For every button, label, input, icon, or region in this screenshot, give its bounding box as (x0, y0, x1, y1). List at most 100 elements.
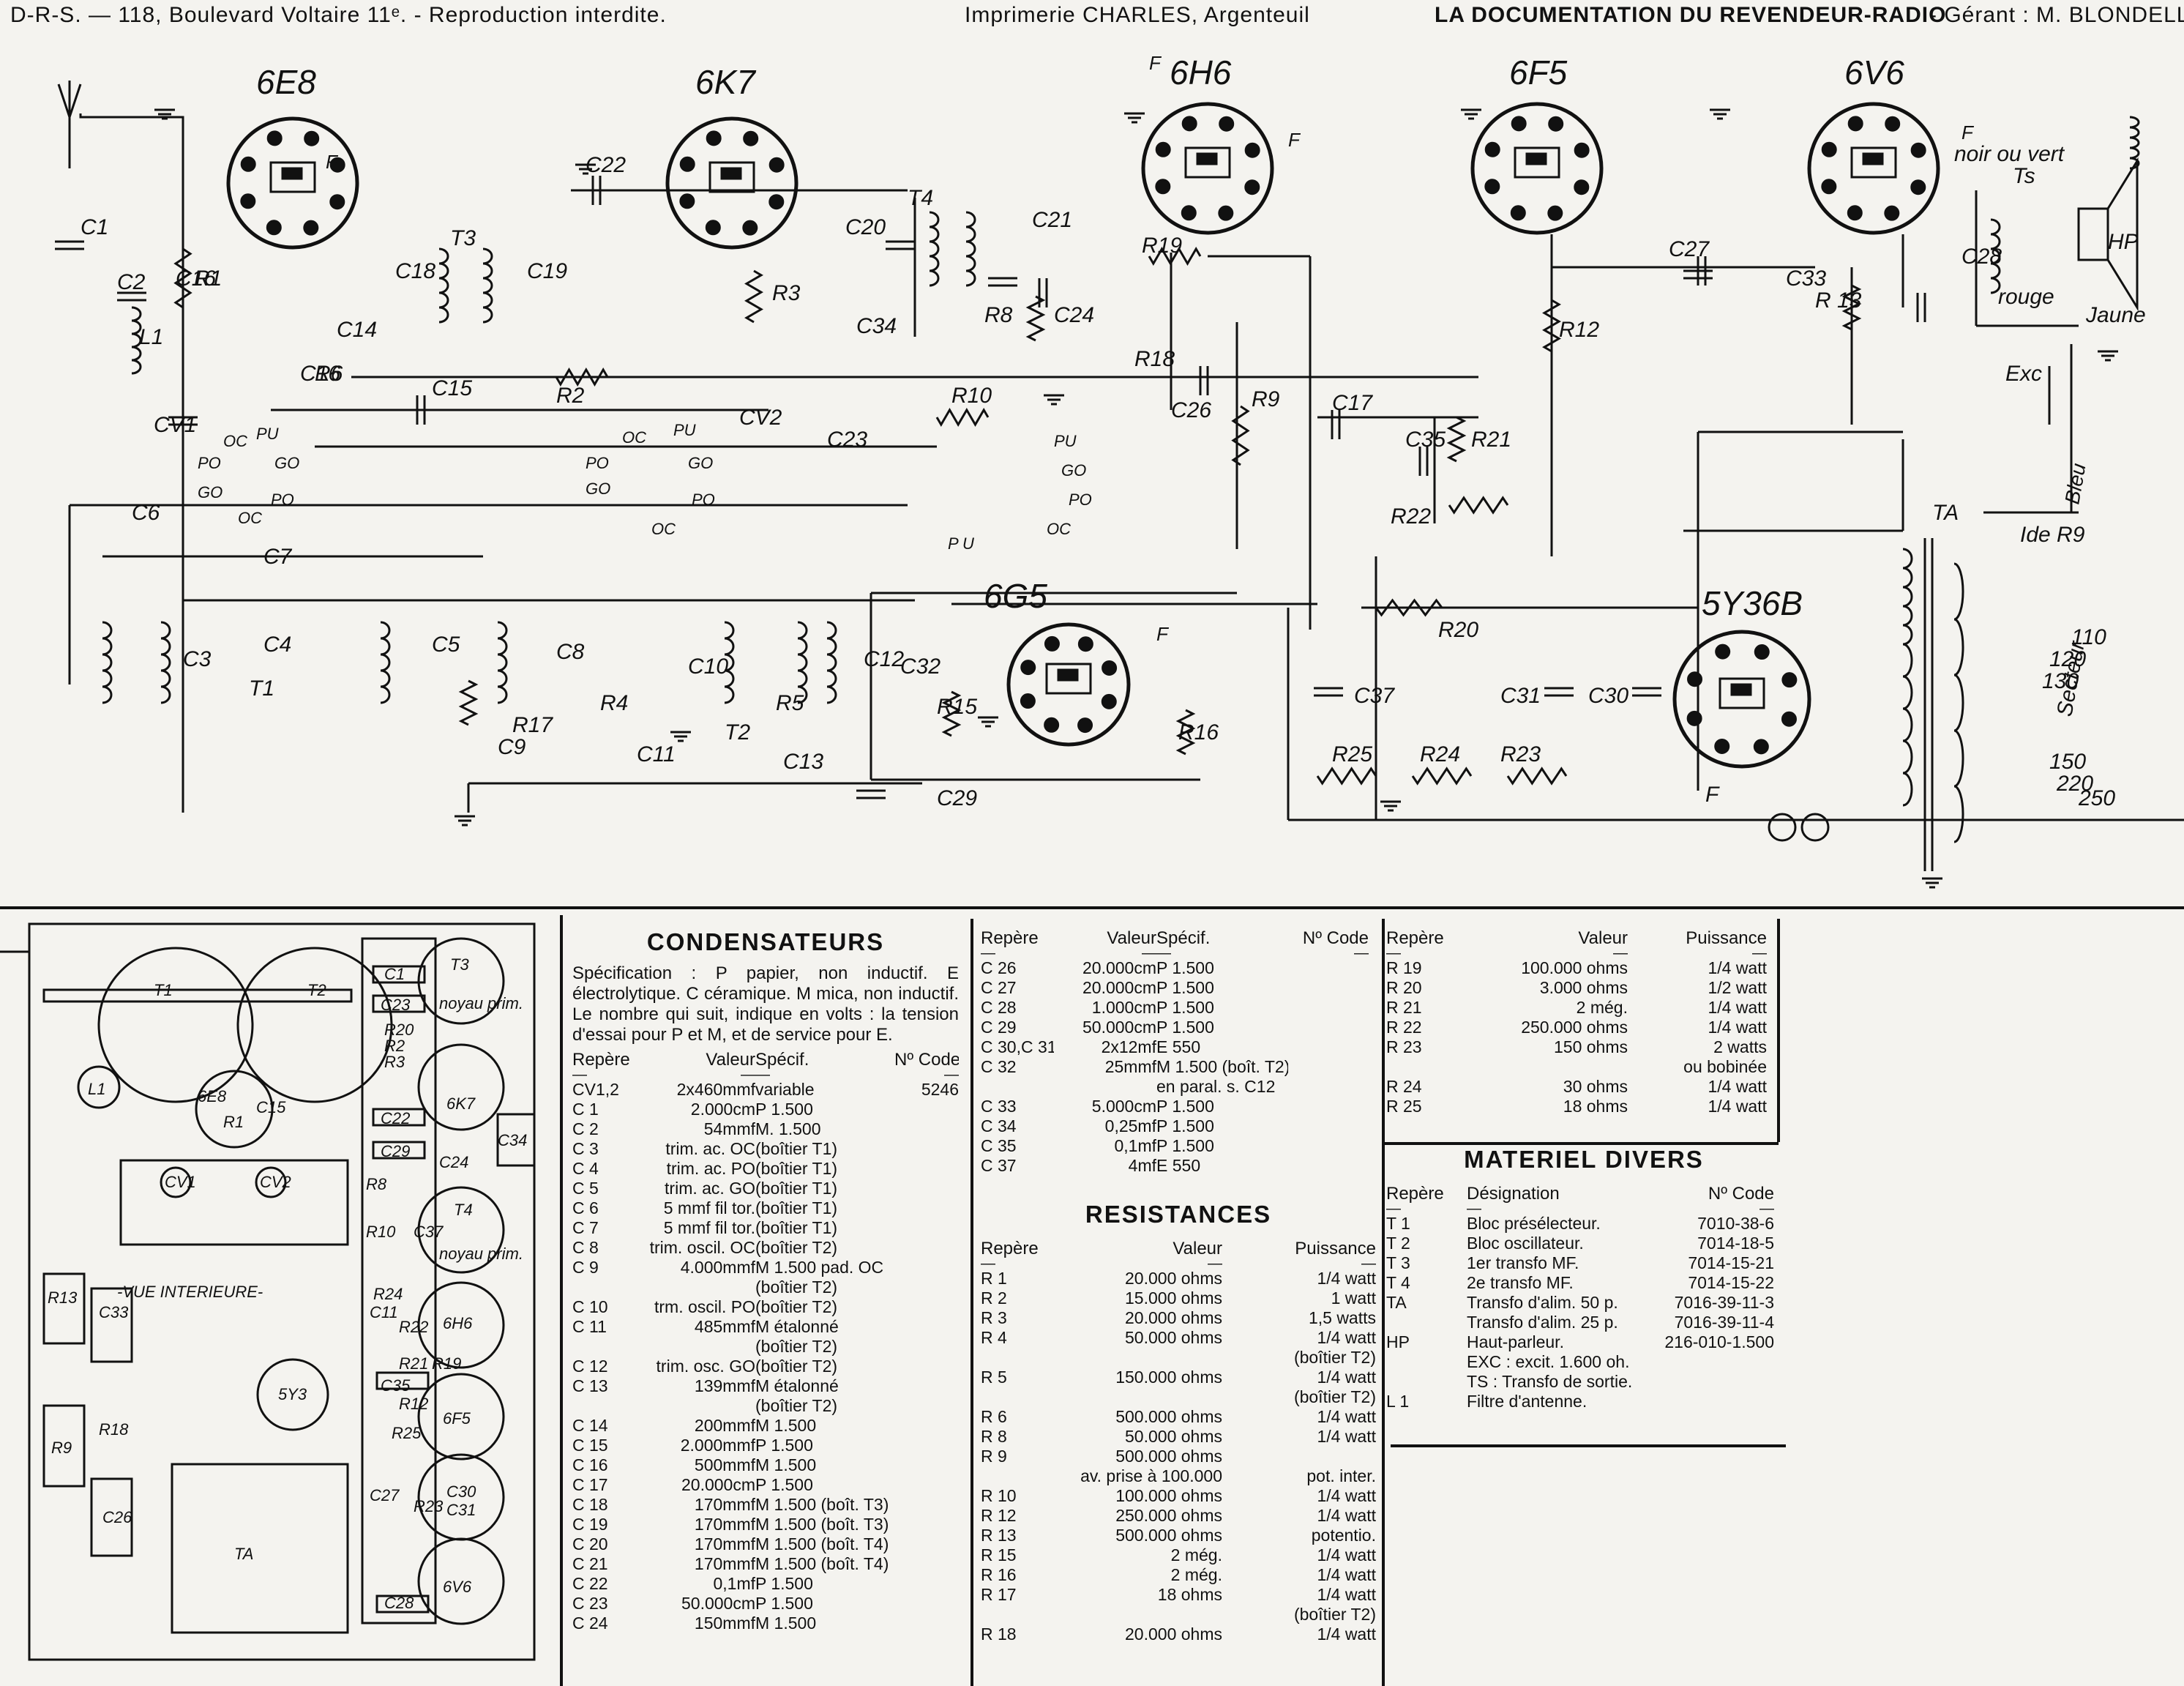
table-cell: 2.000cm (690, 1100, 755, 1119)
layout-label: C26 (102, 1508, 132, 1526)
header-cell: Valeur (1107, 928, 1156, 948)
table-cell: potentio. (1311, 1526, 1376, 1545)
component-label: Jaune (2085, 303, 2146, 327)
layout-c26 (90, 1477, 133, 1557)
table-cell: 2 watts (1713, 1037, 1767, 1056)
table-cell: 7014-15-21 (1688, 1253, 1774, 1272)
component-label: R25 (1332, 742, 1372, 766)
table-cell: 5 mmf fil tor. (663, 1198, 755, 1217)
layout-label: 6V6 (443, 1578, 472, 1596)
component-label: T4 (908, 186, 933, 210)
header-manager: - Gérant : M. BLONDELLE (1929, 3, 2184, 27)
component-label: C24 (1054, 303, 1094, 327)
table-cell: en paral. s. C12 (1156, 1077, 1276, 1096)
coil (1902, 548, 1913, 646)
layout-label: R13 (48, 1288, 78, 1307)
layout-label: T4 (454, 1201, 473, 1219)
table-cell: 1/4 watt (1317, 1585, 1376, 1604)
resistor (555, 368, 609, 387)
table-cell: P 1.500 (1156, 958, 1214, 977)
table-cell: M 1.500 (boît. T3) (755, 1515, 889, 1534)
table-cell: R 13 (981, 1526, 1017, 1545)
table-cell: 150 ohms (1553, 1037, 1628, 1056)
layout-t1 (97, 947, 254, 1103)
component-label: C12 (864, 647, 904, 671)
table-cell (894, 1475, 959, 1495)
layout-part (375, 1371, 430, 1390)
layout-label: L1 (88, 1080, 105, 1098)
table-cell: R 20 (1386, 978, 1422, 997)
table-cell: M étalonné (755, 1376, 839, 1395)
table-cell: R 19 (1386, 958, 1422, 977)
table-cell: 1/4 watt (1708, 1077, 1767, 1096)
component-label: R1 (194, 266, 222, 291)
table-cell: 250.000 ohms (1521, 1018, 1628, 1037)
table-cell: C 11 (572, 1317, 607, 1336)
ground-symbol (1380, 800, 1401, 812)
table-cell: P 1.500 (1156, 1136, 1214, 1155)
table-cell: P 1.500 (1156, 1018, 1214, 1037)
table-cell: R 1 (981, 1269, 1007, 1288)
component-label: C33 (1786, 266, 1826, 291)
layout-label: R18 (99, 1420, 129, 1439)
coil (160, 621, 171, 704)
layout-label: 6E8 (198, 1087, 227, 1105)
layout-label: C37 (414, 1223, 444, 1241)
table-cell (894, 1258, 959, 1277)
layout-rail (42, 988, 353, 1003)
table-cell (1288, 958, 1369, 978)
component-label: R22 (1391, 504, 1431, 529)
table-cell: 0,1mf (1114, 1136, 1156, 1155)
header-cell: Nº Code (1708, 1184, 1774, 1204)
table-cell: 1/2 watt (1708, 978, 1767, 997)
table-cell: 2 még. (1170, 1565, 1222, 1584)
table-cell: 0,25mf (1104, 1116, 1156, 1135)
header-printer: Imprimerie CHARLES, Argenteuil (965, 3, 1310, 27)
table-cell: (boîtier T2) (755, 1238, 838, 1257)
layout-label: R12 (399, 1395, 428, 1413)
table-cell: 500.000 ohms (1115, 1407, 1222, 1426)
coil (102, 621, 113, 704)
component-label: C5 (432, 633, 460, 657)
table-cell (981, 1605, 1061, 1625)
tube-label: 6V6 (1844, 53, 1904, 92)
switch-label: P U (948, 534, 974, 553)
header-underline: ———— (572, 1070, 959, 1080)
table-cell: M 1.500 (boît. T4) (755, 1554, 889, 1573)
resistor-table-title: RESISTANCES (1085, 1201, 1272, 1228)
layout-tube-socket (417, 1186, 505, 1274)
component-label: R18 (1134, 347, 1175, 371)
wire (79, 113, 184, 813)
component-label: C30 (1588, 684, 1628, 708)
component-label: R8 (984, 303, 1013, 327)
vacuum-tube-5y36b (1672, 630, 1811, 769)
header-cell: Spécif. (755, 1050, 809, 1070)
table-cell: 7014-15-22 (1688, 1273, 1774, 1292)
component-label: F (1705, 783, 1720, 807)
table-cell (894, 1495, 959, 1515)
resistor (1316, 766, 1377, 786)
component-label: C35 (1405, 428, 1446, 452)
misc-table-title: MATERIEL DIVERS (1464, 1146, 1704, 1173)
resistor (1411, 766, 1473, 786)
layout-label: noyau prim. (439, 994, 523, 1012)
component-label: HP (2108, 230, 2139, 254)
table-cell (1386, 1352, 1467, 1372)
layout-label: C29 (381, 1142, 410, 1160)
coil (965, 211, 976, 287)
ground-symbol (1461, 108, 1481, 120)
table-cell: 1/4 watt (1317, 1545, 1376, 1564)
